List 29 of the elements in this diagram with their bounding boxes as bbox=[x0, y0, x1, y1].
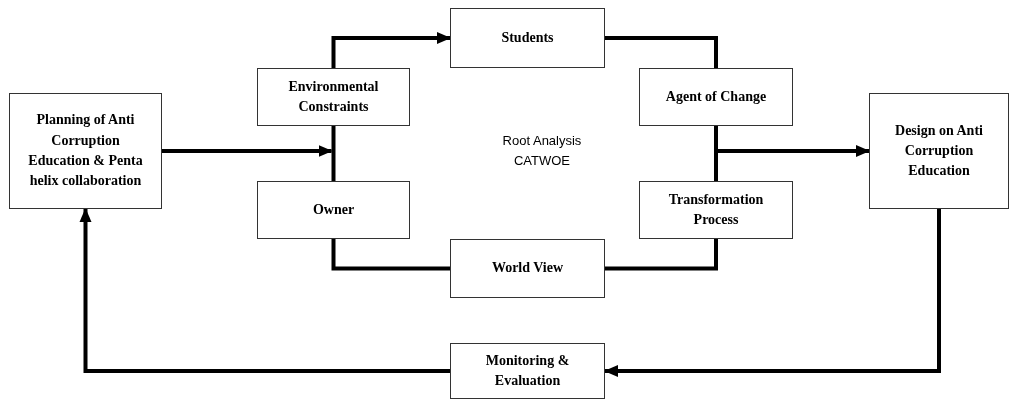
box-text: Transformation Process bbox=[667, 190, 765, 229]
process-box bbox=[869, 93, 1009, 209]
box-text: World View bbox=[491, 259, 564, 278]
box-text: Planning of Anti Corruption Education & Penta helix collaboration bbox=[28, 111, 143, 191]
box-text: Students bbox=[501, 28, 554, 47]
box-text: Agent of Change bbox=[665, 87, 767, 106]
arrow bbox=[331, 32, 451, 68]
process-box bbox=[450, 343, 605, 399]
box-text: Monitoring & Evaluation bbox=[484, 351, 571, 390]
arrow bbox=[79, 208, 450, 373]
process-box bbox=[9, 93, 162, 209]
arrow bbox=[162, 145, 333, 157]
connector-line bbox=[714, 126, 718, 181]
connector-line bbox=[331, 126, 336, 181]
process-box bbox=[257, 68, 410, 126]
connector-line bbox=[605, 36, 718, 68]
process-box bbox=[639, 68, 793, 126]
connector-line bbox=[605, 239, 718, 271]
process-box bbox=[450, 8, 605, 68]
box-text: Design on Anti Corruption Education bbox=[894, 121, 984, 181]
process-box bbox=[450, 239, 605, 298]
arrow bbox=[604, 209, 941, 377]
process-box bbox=[639, 181, 793, 239]
arrow bbox=[715, 145, 870, 157]
box-text: Owner bbox=[312, 200, 355, 219]
process-box bbox=[257, 181, 410, 239]
connector-line bbox=[331, 239, 450, 271]
box-text: Environmental Constraints bbox=[287, 77, 380, 116]
center-label: Root Analysis CATWOE bbox=[501, 132, 583, 170]
